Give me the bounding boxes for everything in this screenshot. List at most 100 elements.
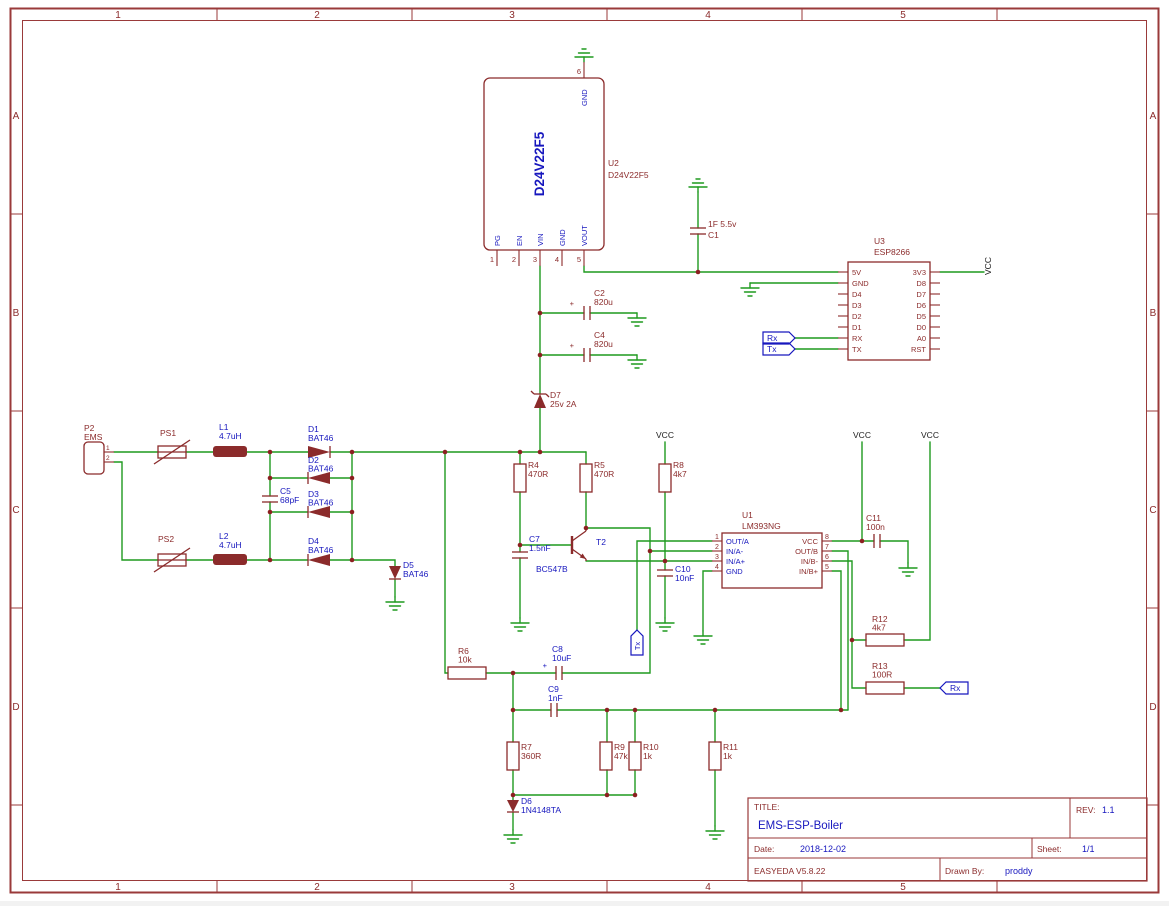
component-r12: R12 4k7 xyxy=(865,614,905,647)
component-l1: L1 4.7uH xyxy=(213,422,247,457)
polarity-plus: + xyxy=(570,341,575,350)
pin-number: 5 xyxy=(577,255,581,264)
ref-label: U3 xyxy=(874,236,885,246)
value-label: 360R xyxy=(521,751,541,761)
frame-col-label: 5 xyxy=(900,882,906,893)
pin-number: 7 xyxy=(825,544,829,551)
junction-dot xyxy=(604,707,610,713)
ground-symbol xyxy=(740,282,760,297)
date-label: Date: xyxy=(754,844,774,854)
component-d1: D1 BAT46 xyxy=(308,424,334,458)
ref-label: C1 xyxy=(708,230,719,240)
value-label: 68pF xyxy=(280,495,299,505)
ref-label: PS2 xyxy=(158,534,174,544)
value-label: 100n xyxy=(866,522,885,532)
ref-label: D1 xyxy=(308,424,319,434)
drawn-by-label: Drawn By: xyxy=(945,866,984,876)
pin-name: PG xyxy=(493,235,502,246)
component-d3: D3 BAT46 xyxy=(307,489,334,518)
pin-name: GND xyxy=(726,567,743,576)
value-label: 4.7uH xyxy=(219,540,242,550)
value-label: LM393NG xyxy=(742,521,781,531)
wire xyxy=(879,540,909,564)
frame-col-label: 4 xyxy=(705,10,711,21)
component-c8: + C8 10uF xyxy=(543,644,571,680)
ref-label: PS1 xyxy=(160,428,176,438)
pin-name: VIN xyxy=(536,233,545,246)
pin-name: GND xyxy=(558,229,567,246)
component-l2: L2 4.7uH xyxy=(213,531,247,565)
value-label: 25v 2A xyxy=(550,399,577,409)
pin-name: VOUT xyxy=(580,225,589,246)
wire xyxy=(113,461,159,561)
junction-dot xyxy=(647,548,653,554)
polarity-plus: + xyxy=(543,661,548,670)
ref-label: L1 xyxy=(219,422,229,432)
wire xyxy=(851,639,867,689)
value-label: 10uF xyxy=(552,653,571,663)
pin-name: EN xyxy=(515,236,524,246)
sheet-frame: 1 2 3 4 5 1 2 3 4 5 A B C D A B C D xyxy=(9,7,1160,894)
net-flag-rx-lower: Rx xyxy=(939,681,969,695)
component-r8: R8 4k7 xyxy=(658,460,687,493)
sheet-label: Sheet: xyxy=(1037,844,1062,854)
component-ps2: PS2 xyxy=(153,534,191,573)
pin-name: D1 xyxy=(852,323,862,332)
pin-number: 8 xyxy=(825,534,829,541)
value-label: 820u xyxy=(594,297,613,307)
junctions xyxy=(267,269,865,798)
component-r13: R13 100R xyxy=(865,661,905,695)
pin-name: OUT/A xyxy=(726,537,749,546)
pin-number: 1 xyxy=(106,445,110,452)
component-c9: C9 1nF xyxy=(548,684,563,717)
pin-number: 2 xyxy=(106,455,110,462)
net-flag-label: Rx xyxy=(767,333,778,343)
pin-name: A0 xyxy=(917,334,926,343)
pin-name: D4 xyxy=(852,290,862,299)
component-c5: C5 68pF xyxy=(262,486,299,505)
junction-dot xyxy=(517,542,523,548)
value-label: BAT46 xyxy=(308,498,334,508)
wire xyxy=(702,570,713,632)
pin-name: RX xyxy=(852,334,862,343)
pin-name: D0 xyxy=(916,323,926,332)
polarity-plus: + xyxy=(570,299,575,308)
net-flag-tx-esp: Tx xyxy=(762,342,796,356)
ground-symbol xyxy=(898,562,918,577)
component-r7: R7 360R xyxy=(506,741,541,771)
ref-label: C10 xyxy=(675,564,691,574)
junction-dot xyxy=(442,449,448,455)
junction-dot xyxy=(510,670,516,676)
value-label: BC547B xyxy=(536,564,568,574)
ref-label: D6 xyxy=(521,796,532,806)
pin-number: 6 xyxy=(825,554,829,561)
junction-dot xyxy=(632,707,638,713)
component-c11: C11 100n xyxy=(866,513,885,548)
component-c7: C7 1.5nF xyxy=(512,534,551,559)
component-p2: P2 EMS 1 2 xyxy=(83,423,114,475)
ref-label: U2 xyxy=(608,158,619,168)
ground-symbol xyxy=(627,312,647,327)
frame-row-label: D xyxy=(12,702,19,713)
junction-dot xyxy=(510,792,516,798)
junction-dot xyxy=(267,509,273,515)
ground-symbol xyxy=(655,617,675,632)
junction-dot xyxy=(510,707,516,713)
pin-name: D3 xyxy=(852,301,862,310)
component-c10: C10 10nF xyxy=(657,564,694,583)
pin-number: 3 xyxy=(533,255,537,264)
junction-dot xyxy=(849,637,855,643)
ground-symbol xyxy=(705,825,725,840)
ground-symbol xyxy=(503,829,523,844)
component-r10: R10 1k xyxy=(628,741,659,771)
wire xyxy=(329,559,396,567)
ref-label: R6 xyxy=(458,646,469,656)
pin-number: 4 xyxy=(715,564,719,571)
value-label: 47k xyxy=(614,751,628,761)
junction-dot xyxy=(349,449,355,455)
pin-name: OUT/B xyxy=(795,547,818,556)
frame-ticks xyxy=(10,8,1159,893)
ref-label: C5 xyxy=(280,486,291,496)
